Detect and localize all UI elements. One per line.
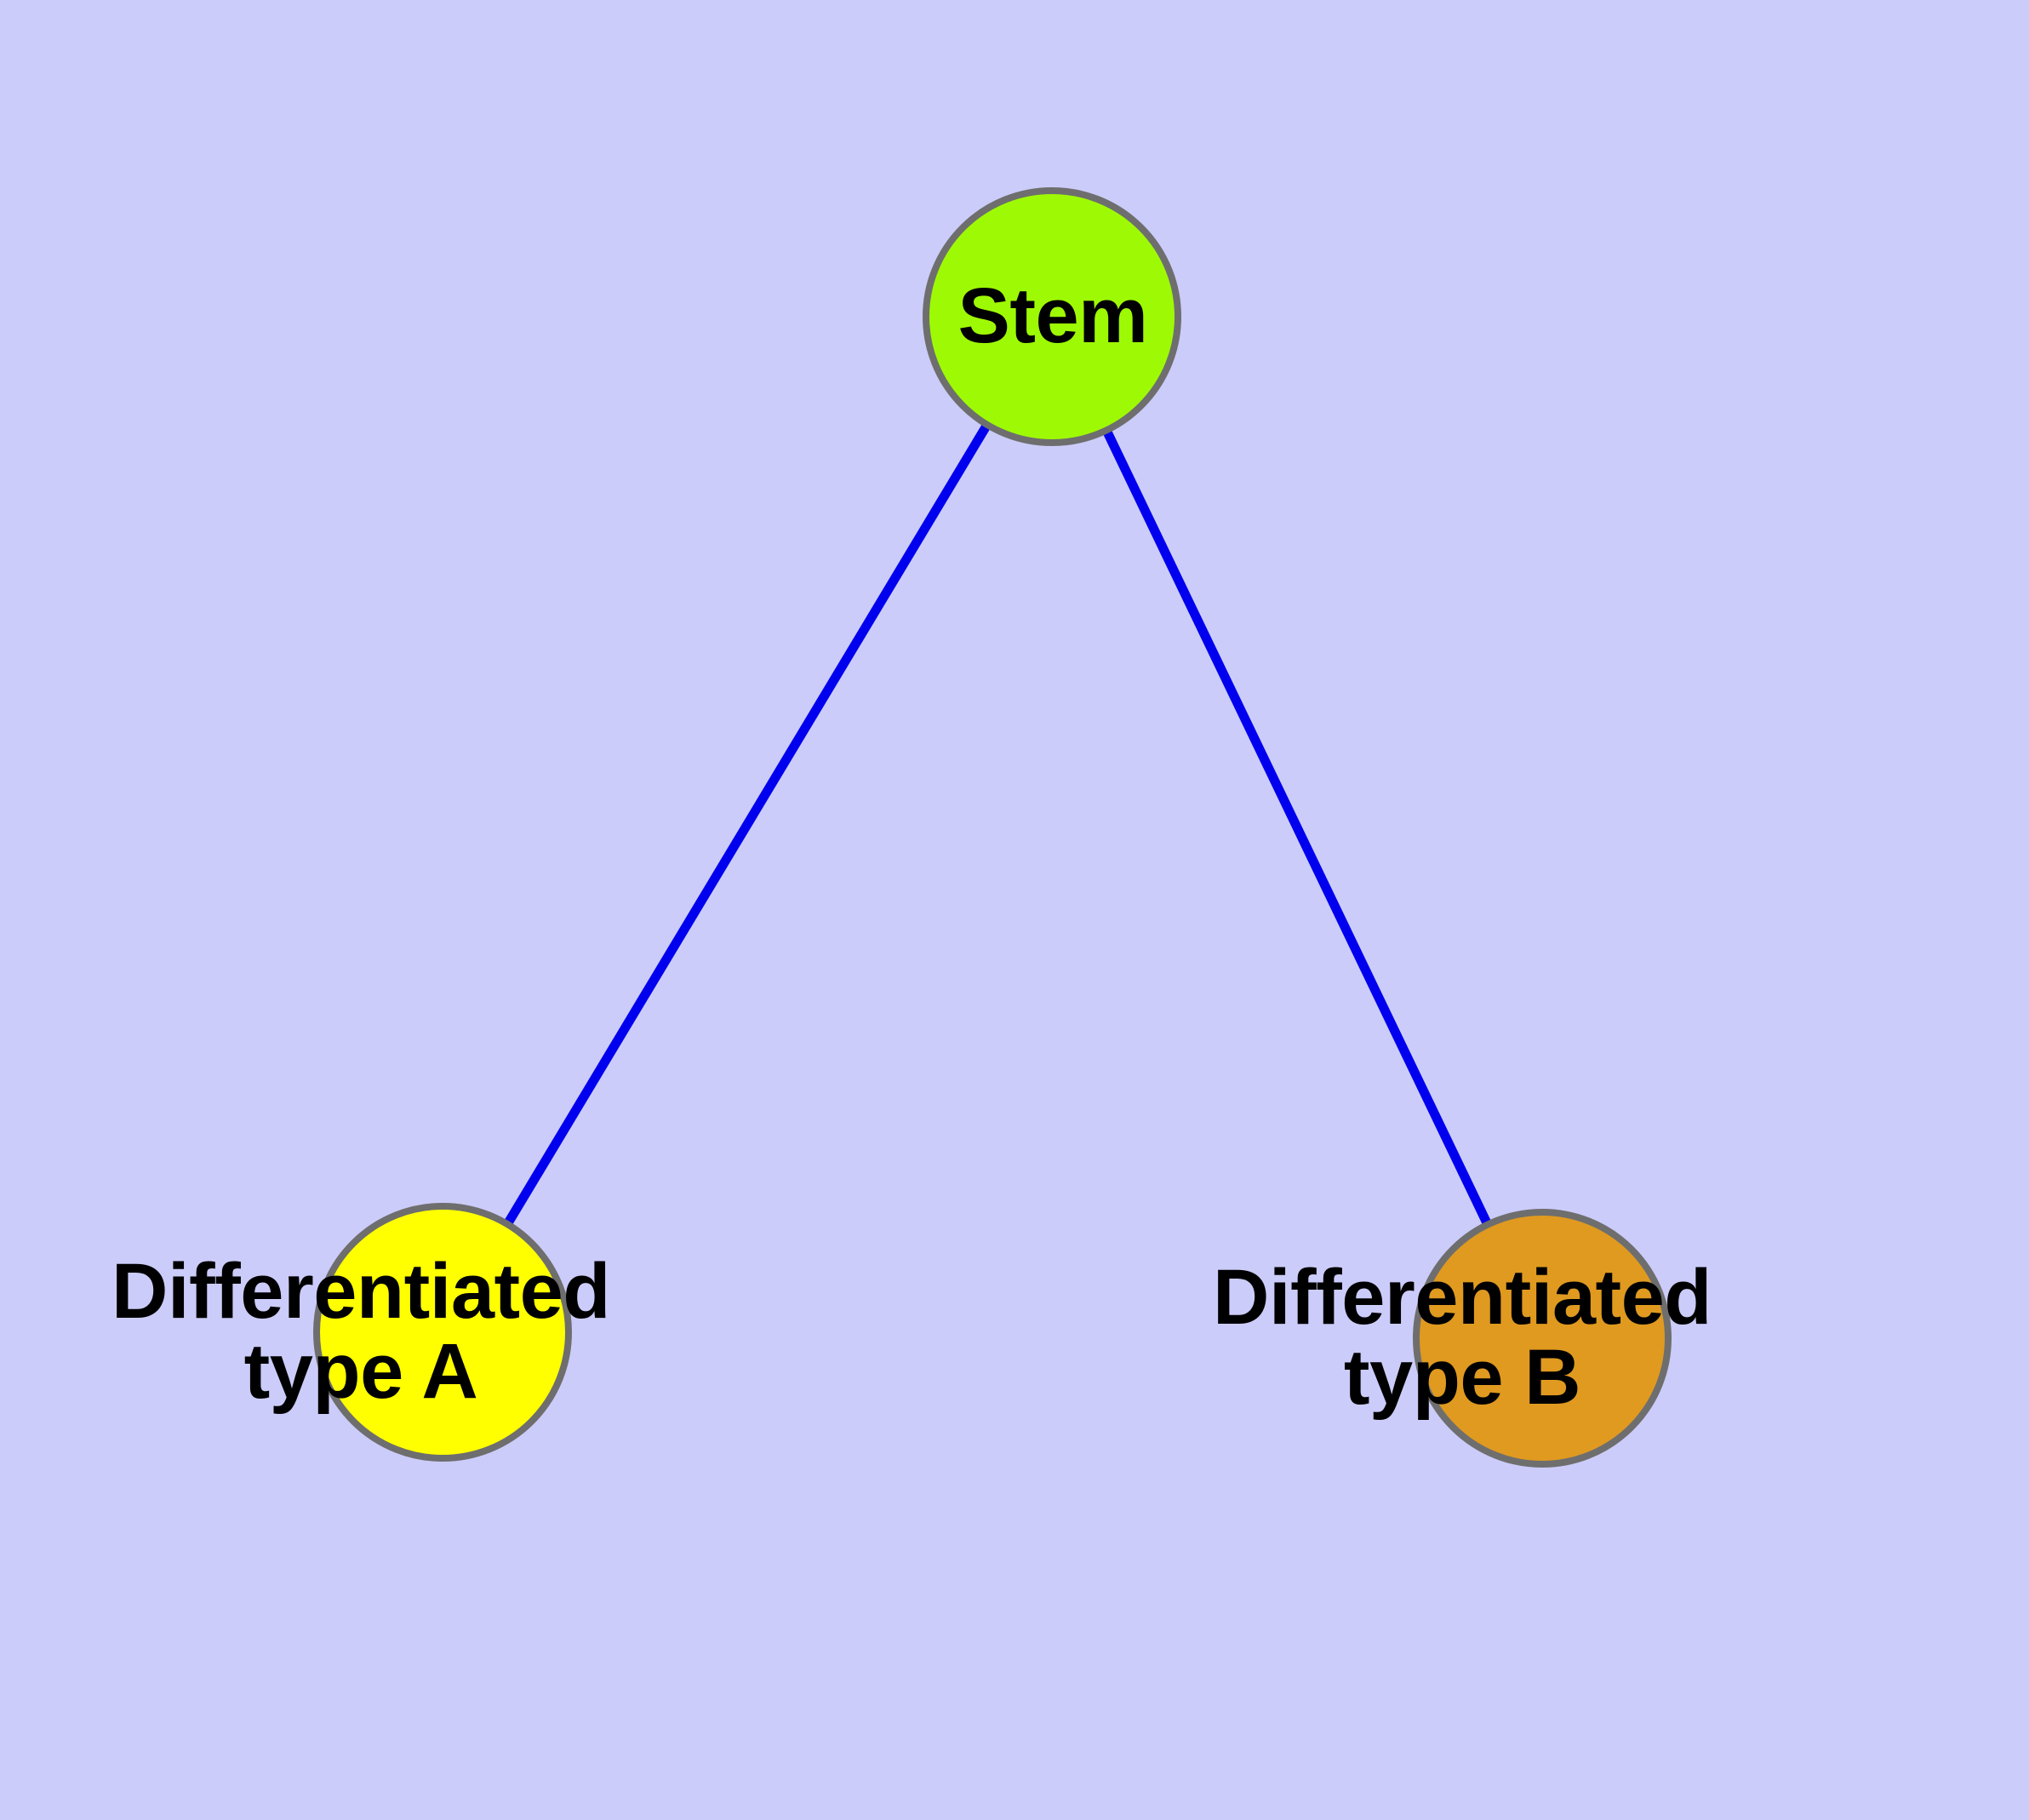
graph-node-diff-a[interactable]	[313, 1203, 572, 1462]
edge-layer	[503, 422, 1492, 1227]
graph-node-diff-b[interactable]	[1413, 1209, 1672, 1468]
graph-edge-stem-to-diff-b[interactable]	[1102, 428, 1492, 1227]
node-layer	[313, 187, 1672, 1468]
graph-edge-stem-to-diff-a[interactable]	[503, 422, 992, 1227]
graph-node-stem[interactable]	[923, 187, 1181, 446]
